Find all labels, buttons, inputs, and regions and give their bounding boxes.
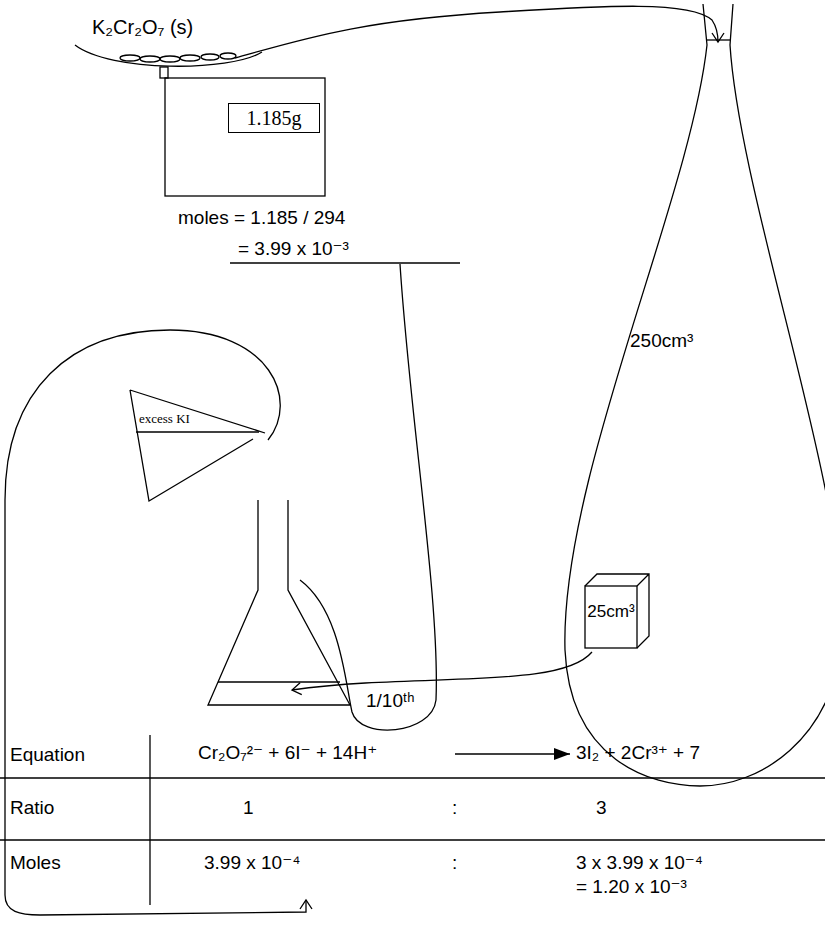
row-header: Ratio xyxy=(10,797,54,819)
aliquot-cube: 25cm³ xyxy=(585,572,647,652)
transfer-arrow xyxy=(235,6,718,58)
pipette-arrow xyxy=(292,652,592,690)
table-rule xyxy=(0,839,825,840)
table-cell: 1 xyxy=(243,797,254,819)
table-cell: : xyxy=(452,797,457,819)
flask-outline xyxy=(560,0,825,790)
node-text: 250cm³ xyxy=(630,330,693,352)
balance-display: 1.185g xyxy=(228,103,320,133)
table-cell: = 1.20 x 10⁻³ xyxy=(576,876,687,898)
balance-body xyxy=(165,78,325,196)
dilution-factor: 1/10ᵗʰ xyxy=(364,690,416,712)
return-loop xyxy=(5,330,306,915)
calculation: moles = 1.185 / 294 xyxy=(178,207,345,229)
node-text: excess KI xyxy=(139,411,190,427)
table-cell: 3.99 x 10⁻⁴ xyxy=(204,852,300,874)
crystals xyxy=(120,53,236,62)
pour-outline xyxy=(125,385,270,507)
equation-reactants: Cr₂O₇²⁻ + 6I⁻ + 14H⁺ xyxy=(198,742,377,764)
balance-pan xyxy=(75,45,262,66)
table-cell: 3 xyxy=(596,797,607,819)
node-text: 25cm³ xyxy=(587,602,635,622)
table-rule xyxy=(0,777,825,778)
dilution-loop xyxy=(300,264,436,730)
table-rule xyxy=(149,735,150,905)
conical-flask xyxy=(208,500,350,705)
pan-stem xyxy=(160,67,168,78)
reagent-vessel: excess KI xyxy=(125,385,270,507)
reaction-arrow xyxy=(455,753,570,754)
row-header: Equation xyxy=(10,744,85,766)
node-text: 1.185g xyxy=(247,107,302,130)
table-cell: 3 x 3.99 x 10⁻⁴ xyxy=(576,852,703,874)
volumetric-flask: 250cm³ 25cm³ xyxy=(560,0,825,790)
result-underline xyxy=(230,262,460,263)
equation-products: 3I₂ + 2Cr³⁺ + 7 xyxy=(576,742,700,764)
liquid-level xyxy=(218,681,340,682)
compound-label: K₂Cr₂O₇ (s) xyxy=(92,16,193,39)
calculation-result: = 3.99 x 10⁻³ xyxy=(238,238,349,260)
table-cell: : xyxy=(452,852,457,874)
row-header: Moles xyxy=(10,852,61,874)
